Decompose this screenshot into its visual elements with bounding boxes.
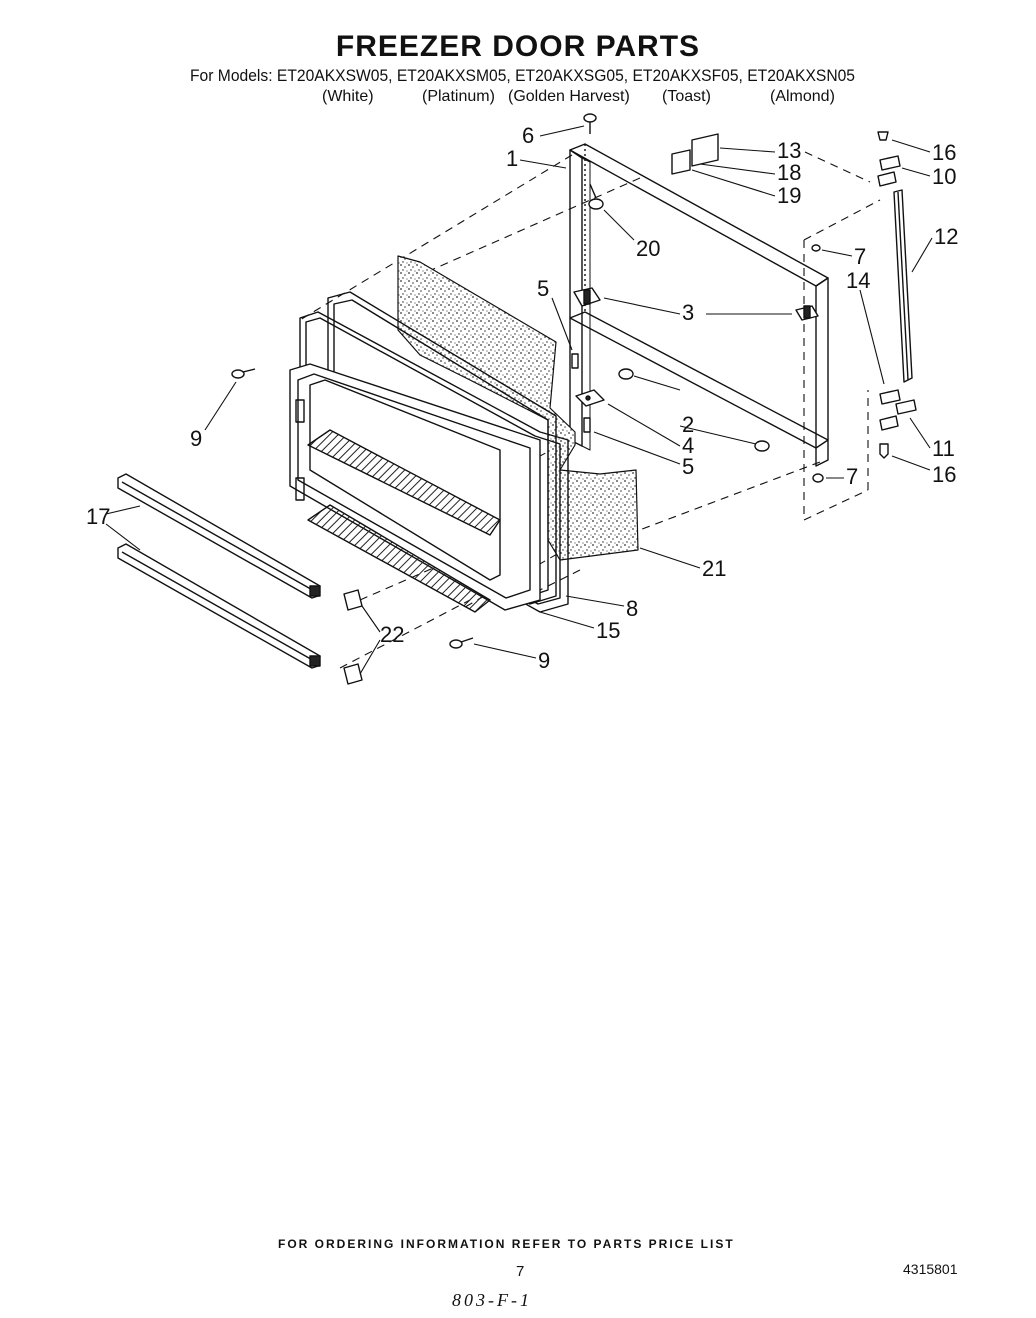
callout-3: 3 [682,300,694,325]
callout-7b: 7 [846,464,858,489]
callout-11: 11 [932,436,955,461]
color-almond: (Almond) [770,88,835,105]
screw-icon [583,113,597,134]
callout-4: 4 [682,433,694,458]
alignment-lines [299,151,881,669]
callout-8: 8 [626,596,638,621]
callout-18: 18 [777,160,801,185]
callout-16b: 16 [932,462,956,487]
callout-2: 2 [682,412,694,437]
hinge-plate [575,389,605,407]
callout-10: 10 [932,164,956,189]
handwritten-note: 803-F-1 [452,1290,532,1310]
models-line: For Models: ET20AKXSW05, ET20AKXSM05, ET… [190,66,856,85]
door-stop [618,368,770,452]
callout-16: 16 [932,140,956,165]
rail-end-cap [343,589,363,685]
color-platinum: (Platinum) [422,88,495,105]
leader-lines [105,125,933,675]
callout-9b: 9 [538,648,550,673]
callout-12: 12 [934,224,958,249]
callout-5: 5 [537,276,549,301]
callout-15: 15 [596,618,620,643]
callout-14: 14 [846,268,870,293]
color-toast: (Toast) [662,88,711,105]
callout-5b: 5 [682,454,694,479]
screw-icon [231,368,474,649]
door-handle [893,189,913,383]
color-golden-harvest: (Golden Harvest) [508,88,630,105]
page-title: FREEZER DOOR PARTS [335,30,701,63]
callout-22: 22 [380,622,404,647]
label-plate [671,133,719,175]
callout-9: 9 [190,426,202,451]
callout-1: 1 [506,146,518,171]
document-number: 4315801 [903,1261,958,1277]
hinge-bracket [573,287,819,321]
bumper-icon [588,183,604,210]
callout-20: 20 [636,236,660,261]
callout-13: 13 [777,138,801,163]
shelf-rail-upper [117,473,321,599]
door-frame [569,143,829,467]
color-white: (White) [322,88,374,105]
ordering-note: FOR ORDERING INFORMATION REFER TO PARTS … [278,1237,735,1251]
hole-plug [811,244,824,483]
callout-19: 19 [777,183,801,208]
screw-icon [571,353,591,433]
part-callouts: 6 1 13 18 19 16 10 20 7 12 14 5 3 2 4 5 … [86,123,958,673]
door-insulation-panel [397,255,639,561]
shelf-rail-lower [117,543,321,669]
callout-6: 6 [522,123,534,148]
door-inner-liner [289,363,541,613]
page-number: 7 [516,1263,525,1280]
callout-21: 21 [702,556,726,581]
callout-7: 7 [854,244,866,269]
handle-mount [877,131,917,459]
callout-17: 17 [86,504,110,529]
